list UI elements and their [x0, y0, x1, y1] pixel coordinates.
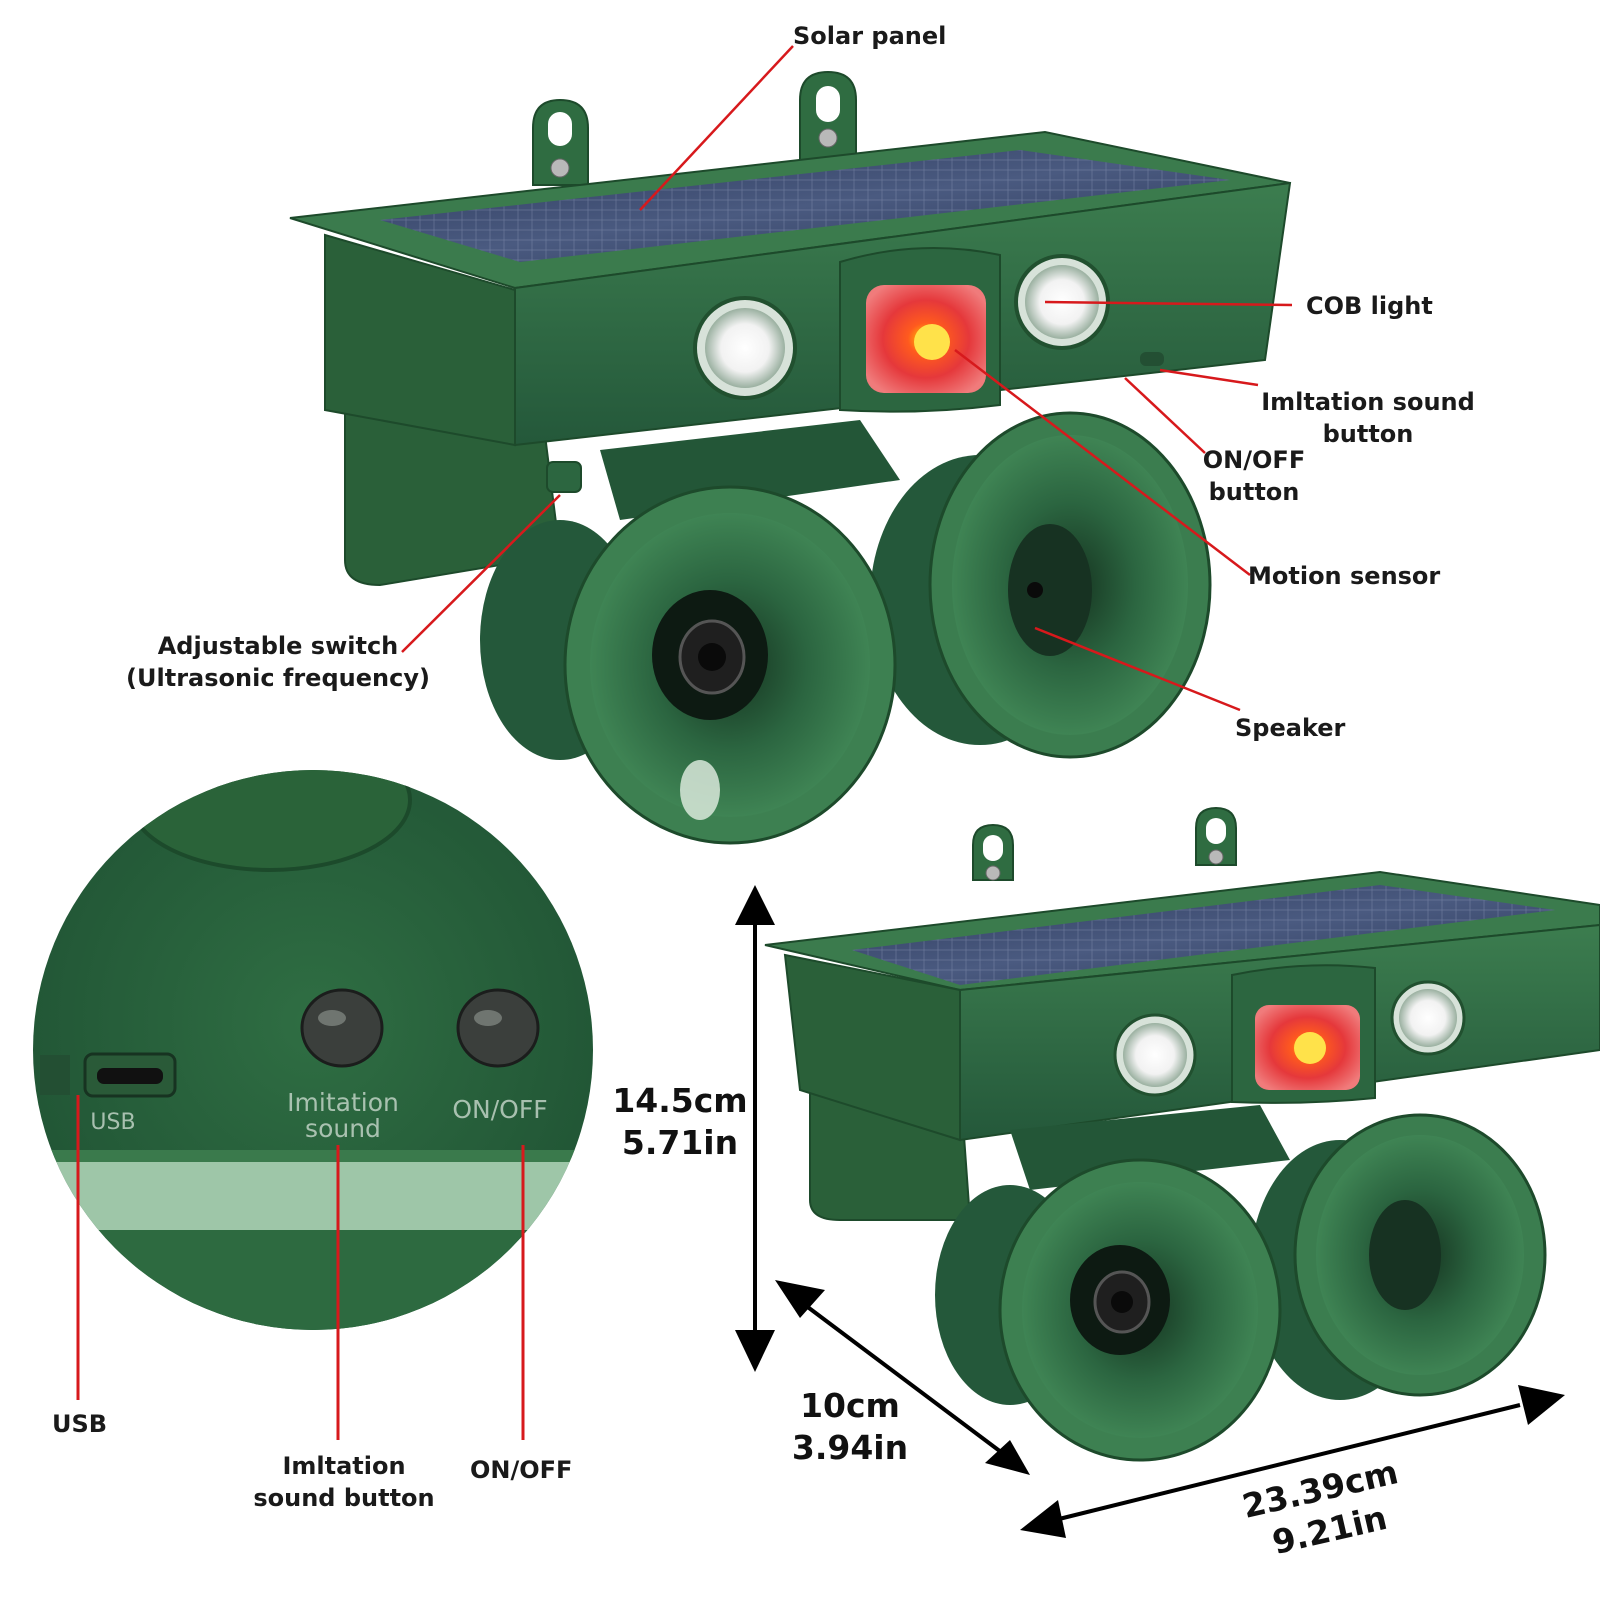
- label-on-off-button-line1: ON/OFF: [1202, 446, 1306, 474]
- dimension-arrows: [735, 885, 1565, 1538]
- adjustable-switch: [546, 461, 582, 493]
- panel-print-imitation-line1: Imitation: [287, 1088, 399, 1117]
- depth-arrow: [775, 1280, 1030, 1475]
- label-speaker: Speaker: [1235, 714, 1346, 742]
- label-motion-sensor: Motion sensor: [1248, 562, 1441, 590]
- callout-line-cob: [1044, 300, 1293, 307]
- mounting-tab-left: [532, 98, 589, 186]
- label-imitation-closeup-line1: Imltation: [282, 1452, 406, 1480]
- closeup-circle: [33, 770, 593, 1330]
- label-usb: USB: [52, 1410, 108, 1438]
- label-on-off-button: ON/OFF button: [1198, 444, 1310, 508]
- label-imitation-sound-button-line2: button: [1322, 420, 1414, 448]
- dimension-depth: 10cm 3.94in: [790, 1385, 910, 1469]
- mounting-tab-right: [799, 70, 857, 161]
- panel-print-imitation-line2: sound: [305, 1114, 381, 1143]
- panel-print-on-off: ON/OFF: [452, 1095, 548, 1124]
- callout-line-speaker: [1034, 626, 1241, 712]
- imitation-sound-button-closeup: [300, 988, 384, 1068]
- callout-line-motion: [954, 349, 1251, 576]
- dimension-height: 14.5cm 5.71in: [605, 1080, 755, 1164]
- callout-line-adjustable: [401, 494, 561, 653]
- dimension-depth-cm: 10cm: [800, 1386, 900, 1425]
- dimension-device: [764, 806, 1600, 1462]
- dimension-height-in: 5.71in: [621, 1123, 739, 1162]
- callout-line-imitation: [1159, 368, 1259, 387]
- main-device: [289, 70, 1292, 845]
- callout-line-solar: [639, 45, 794, 211]
- speaker-horn-left: [480, 485, 897, 845]
- dimension-height-cm: 14.5cm: [612, 1081, 748, 1120]
- cob-light-left: [693, 296, 797, 400]
- label-cob-light: COB light: [1306, 292, 1433, 320]
- on-off-button-closeup: [456, 988, 540, 1068]
- callout-lines: [401, 45, 1293, 712]
- callout-line-onoff: [1124, 377, 1206, 454]
- label-on-off-button-line2: button: [1208, 478, 1300, 506]
- panel-print-imitation: Imitation sound: [268, 1090, 418, 1142]
- label-adjustable-switch-line1: Adjustable switch: [157, 632, 399, 660]
- speaker-horn-right: [870, 411, 1212, 759]
- label-imitation-closeup-line2: sound button: [253, 1484, 435, 1512]
- label-imitation-sound-closeup: Imltation sound button: [244, 1450, 444, 1514]
- label-solar-panel: Solar panel: [793, 22, 947, 50]
- width-arrow: [1020, 1385, 1565, 1538]
- label-adjustable-switch: Adjustable switch (Ultrasonic frequency): [118, 630, 438, 694]
- label-adjustable-switch-line2: (Ultrasonic frequency): [126, 664, 430, 692]
- label-imitation-sound-button: Imltation sound button: [1258, 386, 1478, 450]
- label-on-off-closeup: ON/OFF: [470, 1456, 573, 1484]
- panel-print-usb: USB: [90, 1110, 136, 1135]
- dimension-depth-in: 3.94in: [791, 1428, 909, 1467]
- label-imitation-sound-button-line1: Imltation sound: [1261, 388, 1475, 416]
- height-arrow: [735, 885, 775, 1372]
